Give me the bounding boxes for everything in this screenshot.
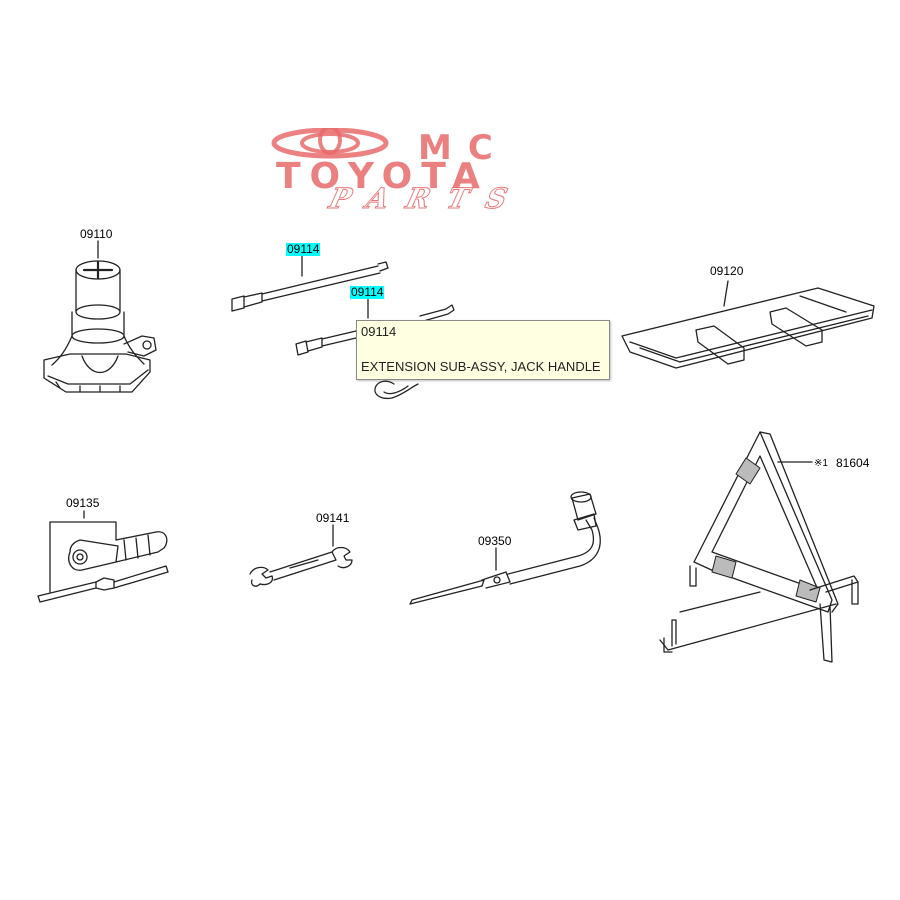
warning-triangle-illustration[interactable] (659, 431, 859, 663)
part-label-screwdriver[interactable]: 09135 (66, 496, 100, 510)
omc-toyota-parts-logo: MC TOYOTA PARTS (268, 128, 640, 216)
logo-line-1: MC (418, 128, 509, 168)
part-label-extension-short[interactable]: 09114 (350, 285, 385, 299)
wrench-illustration[interactable] (249, 524, 353, 587)
logo-line-2: TOYOTA (276, 156, 489, 197)
part-label-tool-bag[interactable]: 09120 (710, 264, 744, 278)
part-label-lug-wrench[interactable]: 09350 (478, 534, 512, 548)
extension-short-illustration[interactable] (295, 298, 455, 400)
screwdriver-illustration[interactable] (37, 510, 169, 603)
part-label-extension-long[interactable]: 09114 (286, 242, 321, 256)
toyota-emblem-icon (271, 128, 389, 159)
part-tooltip: 09114 EXTENSION SUB-ASSY, JACK HANDLE (356, 320, 610, 380)
part-label-jack[interactable]: 09110 (80, 227, 113, 241)
part-label-warning-triangle[interactable]: 81604 (836, 456, 870, 470)
tool-bag-illustration[interactable] (621, 280, 875, 369)
lug-wrench-illustration[interactable] (409, 491, 601, 605)
jack-illustration[interactable] (43, 240, 157, 393)
tooltip-part-description: EXTENSION SUB-ASSY, JACK HANDLE (361, 359, 601, 374)
part-note-mark: ※1 (814, 458, 828, 469)
tooltip-part-code: 09114 (361, 324, 397, 339)
part-label-wrench[interactable]: 09141 (316, 511, 350, 525)
extension-long-illustration[interactable] (231, 254, 389, 312)
